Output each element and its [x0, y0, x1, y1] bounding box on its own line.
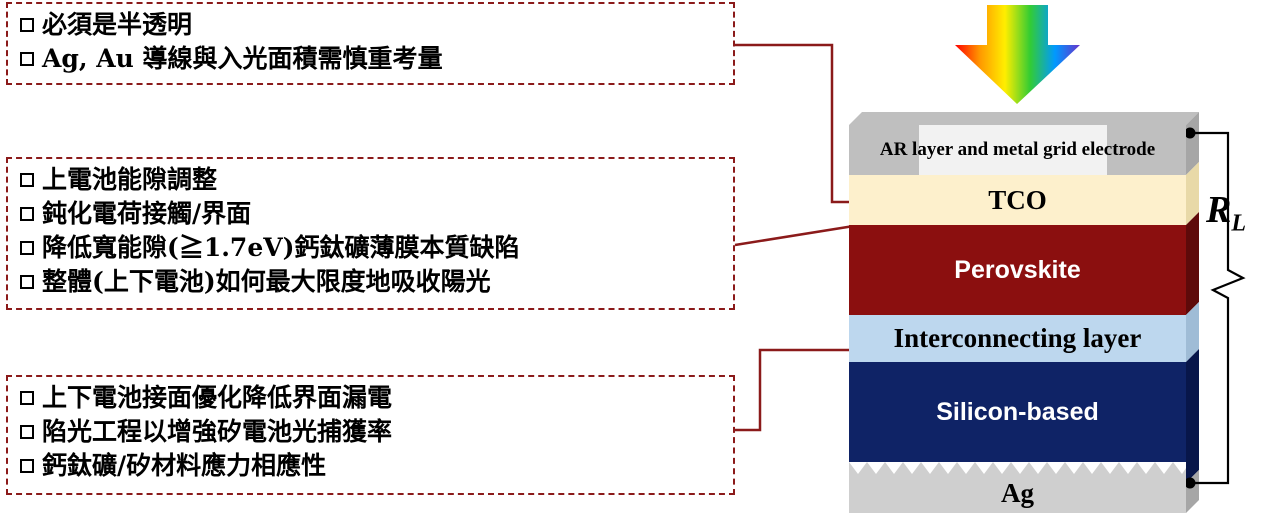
- checkbox-icon: [20, 52, 34, 66]
- checkbox-icon: [20, 207, 34, 221]
- list-item: 鈍化電荷接觸/界面: [20, 197, 733, 231]
- checkbox-icon: [20, 459, 34, 473]
- ar-layer: AR layer and metal grid electrode: [849, 125, 1186, 175]
- list-item: 必須是半透明: [20, 8, 733, 42]
- silicon-layer-label: Silicon-based: [936, 397, 1099, 426]
- interconnecting-layer-label: Interconnecting layer: [893, 323, 1142, 353]
- requirements-box-top: 必須是半透明 Ag, Au 導線與入光面積需慎重考量: [6, 2, 735, 85]
- checkbox-icon: [20, 18, 34, 32]
- list-item: 陷光工程以增強矽電池光捕獲率: [20, 415, 733, 449]
- list-item: 上下電池接面優化降低界面漏電: [20, 381, 733, 415]
- checkbox-icon: [20, 391, 34, 405]
- checkbox-icon: [20, 425, 34, 439]
- top-contact-dot: [1184, 127, 1196, 139]
- ag-layer-label: Ag: [1001, 478, 1034, 508]
- tco-right-face: [1186, 162, 1199, 225]
- load-resistor-label: RL: [1206, 189, 1247, 237]
- perovskite-layer-label: Perovskite: [954, 255, 1081, 284]
- requirements-box-bottom: 上下電池接面優化降低界面漏電 陷光工程以增強矽電池光捕獲率 鈣鈦礦/矽材料應力相…: [6, 375, 735, 495]
- connector-line-2: [734, 223, 861, 247]
- checkbox-icon: [20, 241, 34, 255]
- ar-side-face: [849, 112, 1199, 125]
- silicon-layer: Silicon-based: [849, 362, 1186, 462]
- circuit-wire: [1190, 131, 1246, 485]
- requirements-box-middle: 上電池能隙調整 鈍化電荷接觸/界面 降低寬能隙(≧1.7eV)鈣鈦礦薄膜本質缺陷…: [6, 157, 735, 310]
- connector-line-1: [735, 43, 852, 204]
- ar-layer-label: AR layer and metal grid electrode: [879, 139, 1156, 160]
- checkbox-icon: [20, 275, 34, 289]
- list-item: Ag, Au 導線與入光面積需慎重考量: [20, 42, 733, 76]
- list-item: 鈣鈦礦/矽材料應力相應性: [20, 449, 733, 483]
- silicon-right-face: [1186, 349, 1199, 483]
- tco-layer: TCO: [849, 175, 1186, 225]
- list-item: 上電池能隙調整: [20, 163, 733, 197]
- checkbox-icon: [20, 173, 34, 187]
- list-item: 降低寬能隙(≧1.7eV)鈣鈦礦薄膜本質缺陷: [20, 231, 733, 265]
- ag-layer: Ag: [849, 474, 1186, 513]
- tco-layer-label: TCO: [988, 184, 1047, 215]
- connector-line-3: [735, 348, 857, 432]
- interconnecting-layer: Interconnecting layer: [849, 315, 1186, 362]
- sunlight-arrow-icon: [955, 5, 1080, 104]
- perovskite-layer: Perovskite: [849, 225, 1186, 315]
- bottom-contact-dot: [1184, 477, 1196, 489]
- perovskite-right-face: [1186, 212, 1199, 315]
- list-item: 整體(上下電池)如何最大限度地吸收陽光: [20, 265, 733, 299]
- interconnect-right-face: [1186, 302, 1199, 362]
